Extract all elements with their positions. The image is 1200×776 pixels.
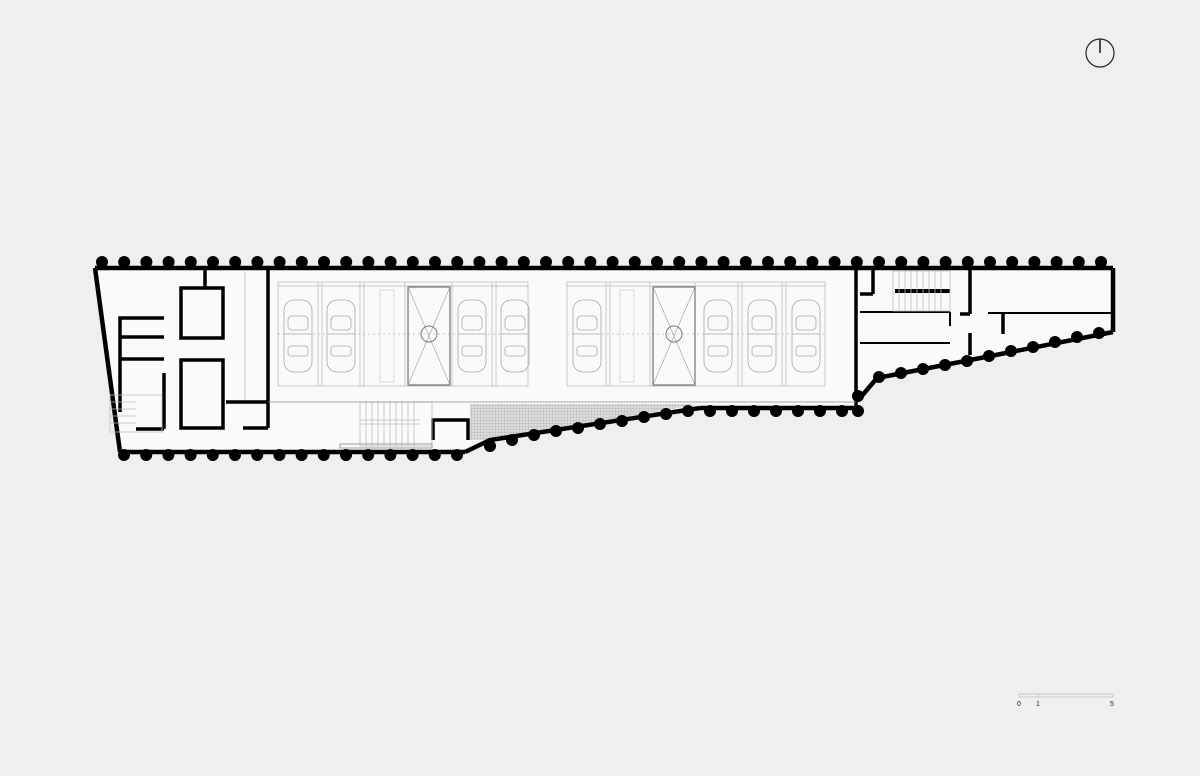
column: [673, 256, 686, 268]
column: [184, 449, 197, 461]
column-row-bottom: [118, 449, 463, 461]
column: [784, 256, 797, 268]
column: [317, 449, 330, 461]
column: [273, 256, 286, 268]
column: [651, 256, 663, 268]
parking-bays-left: [277, 281, 529, 387]
column: [251, 449, 264, 461]
column: [473, 256, 486, 268]
scale-label-0: 0: [1017, 701, 1021, 708]
column: [118, 449, 130, 461]
column: [184, 256, 197, 268]
column: [362, 449, 375, 461]
column: [273, 449, 286, 461]
column: [428, 449, 441, 461]
column: [939, 256, 952, 268]
north-arrow-icon: [1085, 38, 1115, 68]
column-row-slanted: [484, 327, 1105, 452]
column: [606, 256, 619, 268]
column: [695, 256, 708, 268]
column: [251, 256, 264, 268]
column: [162, 256, 175, 268]
column: [229, 449, 241, 461]
column: [451, 256, 464, 268]
column-row-top: [96, 256, 1107, 268]
column: [895, 256, 908, 268]
column: [1028, 256, 1041, 268]
parking-bays-right: [566, 281, 826, 387]
column: [295, 256, 308, 268]
column: [406, 256, 419, 268]
column: [562, 256, 575, 268]
column: [495, 256, 508, 268]
column: [384, 449, 397, 461]
column: [206, 449, 219, 461]
scale-label-5: 5: [1110, 701, 1114, 708]
column: [917, 256, 930, 268]
column: [873, 256, 885, 268]
column: [118, 256, 131, 268]
column: [451, 449, 463, 461]
scale-bar: 0 1 5: [1017, 693, 1114, 708]
column: [850, 256, 863, 268]
column: [362, 256, 375, 268]
column: [762, 256, 774, 268]
column: [584, 256, 597, 268]
stair-lines: [109, 270, 951, 449]
column: [140, 256, 153, 268]
column: [295, 449, 308, 461]
column: [739, 256, 752, 268]
column: [429, 256, 441, 268]
interior-walls: [118, 268, 1113, 440]
scale-label-1: 1: [1036, 701, 1040, 708]
building-footprint: [95, 268, 1113, 452]
column: [340, 449, 352, 461]
turntable-left: [407, 286, 451, 386]
column: [540, 256, 552, 268]
column: [1072, 256, 1085, 268]
column: [717, 256, 730, 268]
column: [1050, 256, 1063, 268]
column: [517, 256, 530, 268]
column: [340, 256, 353, 268]
column: [406, 449, 419, 461]
column: [828, 256, 841, 268]
turntable-right: [652, 286, 696, 386]
column: [984, 256, 996, 268]
column: [384, 256, 397, 268]
column: [229, 256, 242, 268]
column: [1006, 256, 1019, 268]
column: [318, 256, 330, 268]
column: [1095, 256, 1107, 268]
column: [628, 256, 641, 268]
column: [162, 449, 175, 461]
column: [96, 256, 108, 268]
column: [140, 449, 153, 461]
column: [806, 256, 819, 268]
column: [207, 256, 219, 268]
column: [961, 256, 974, 268]
